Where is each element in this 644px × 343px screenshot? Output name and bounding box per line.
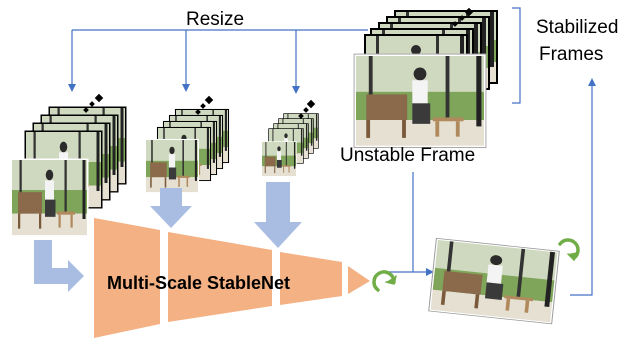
stabilized-frame-photo (353, 53, 487, 149)
frame-photo-medium (144, 138, 200, 194)
frame-photo-small (261, 141, 297, 177)
resize-label: Resize (186, 9, 244, 30)
output-frame-photo (428, 237, 560, 325)
frame-stack-scale-medium (144, 95, 230, 194)
network-block-1 (94, 218, 160, 338)
network-label: Multi-Scale StableNet (107, 273, 290, 293)
multi-scale-stablenet (94, 218, 370, 338)
rotate-arrow-icon (558, 238, 580, 262)
block-arrows (34, 182, 302, 292)
stabilized-label-line2: Frames (539, 44, 603, 65)
down-arrow-small (254, 182, 302, 248)
stabilized-frames-stack (353, 7, 498, 149)
unstable-frame-label: Unstable Frame (340, 145, 475, 166)
down-arrow-medium (150, 188, 192, 228)
rotate-arrow-icon (372, 270, 397, 292)
network-block-2 (168, 232, 272, 322)
resize-connectors (68, 29, 368, 94)
frame-stack-scale-small (261, 99, 319, 177)
network-output-arrow (348, 266, 370, 294)
l-arrow-large (34, 240, 84, 292)
frame-stack-scale-large (10, 93, 127, 237)
network-block-3 (280, 252, 342, 305)
stabilized-bracket (512, 7, 521, 104)
stabilized-label-line1: Stabilized (536, 17, 618, 38)
frame-photo-large (10, 158, 89, 237)
